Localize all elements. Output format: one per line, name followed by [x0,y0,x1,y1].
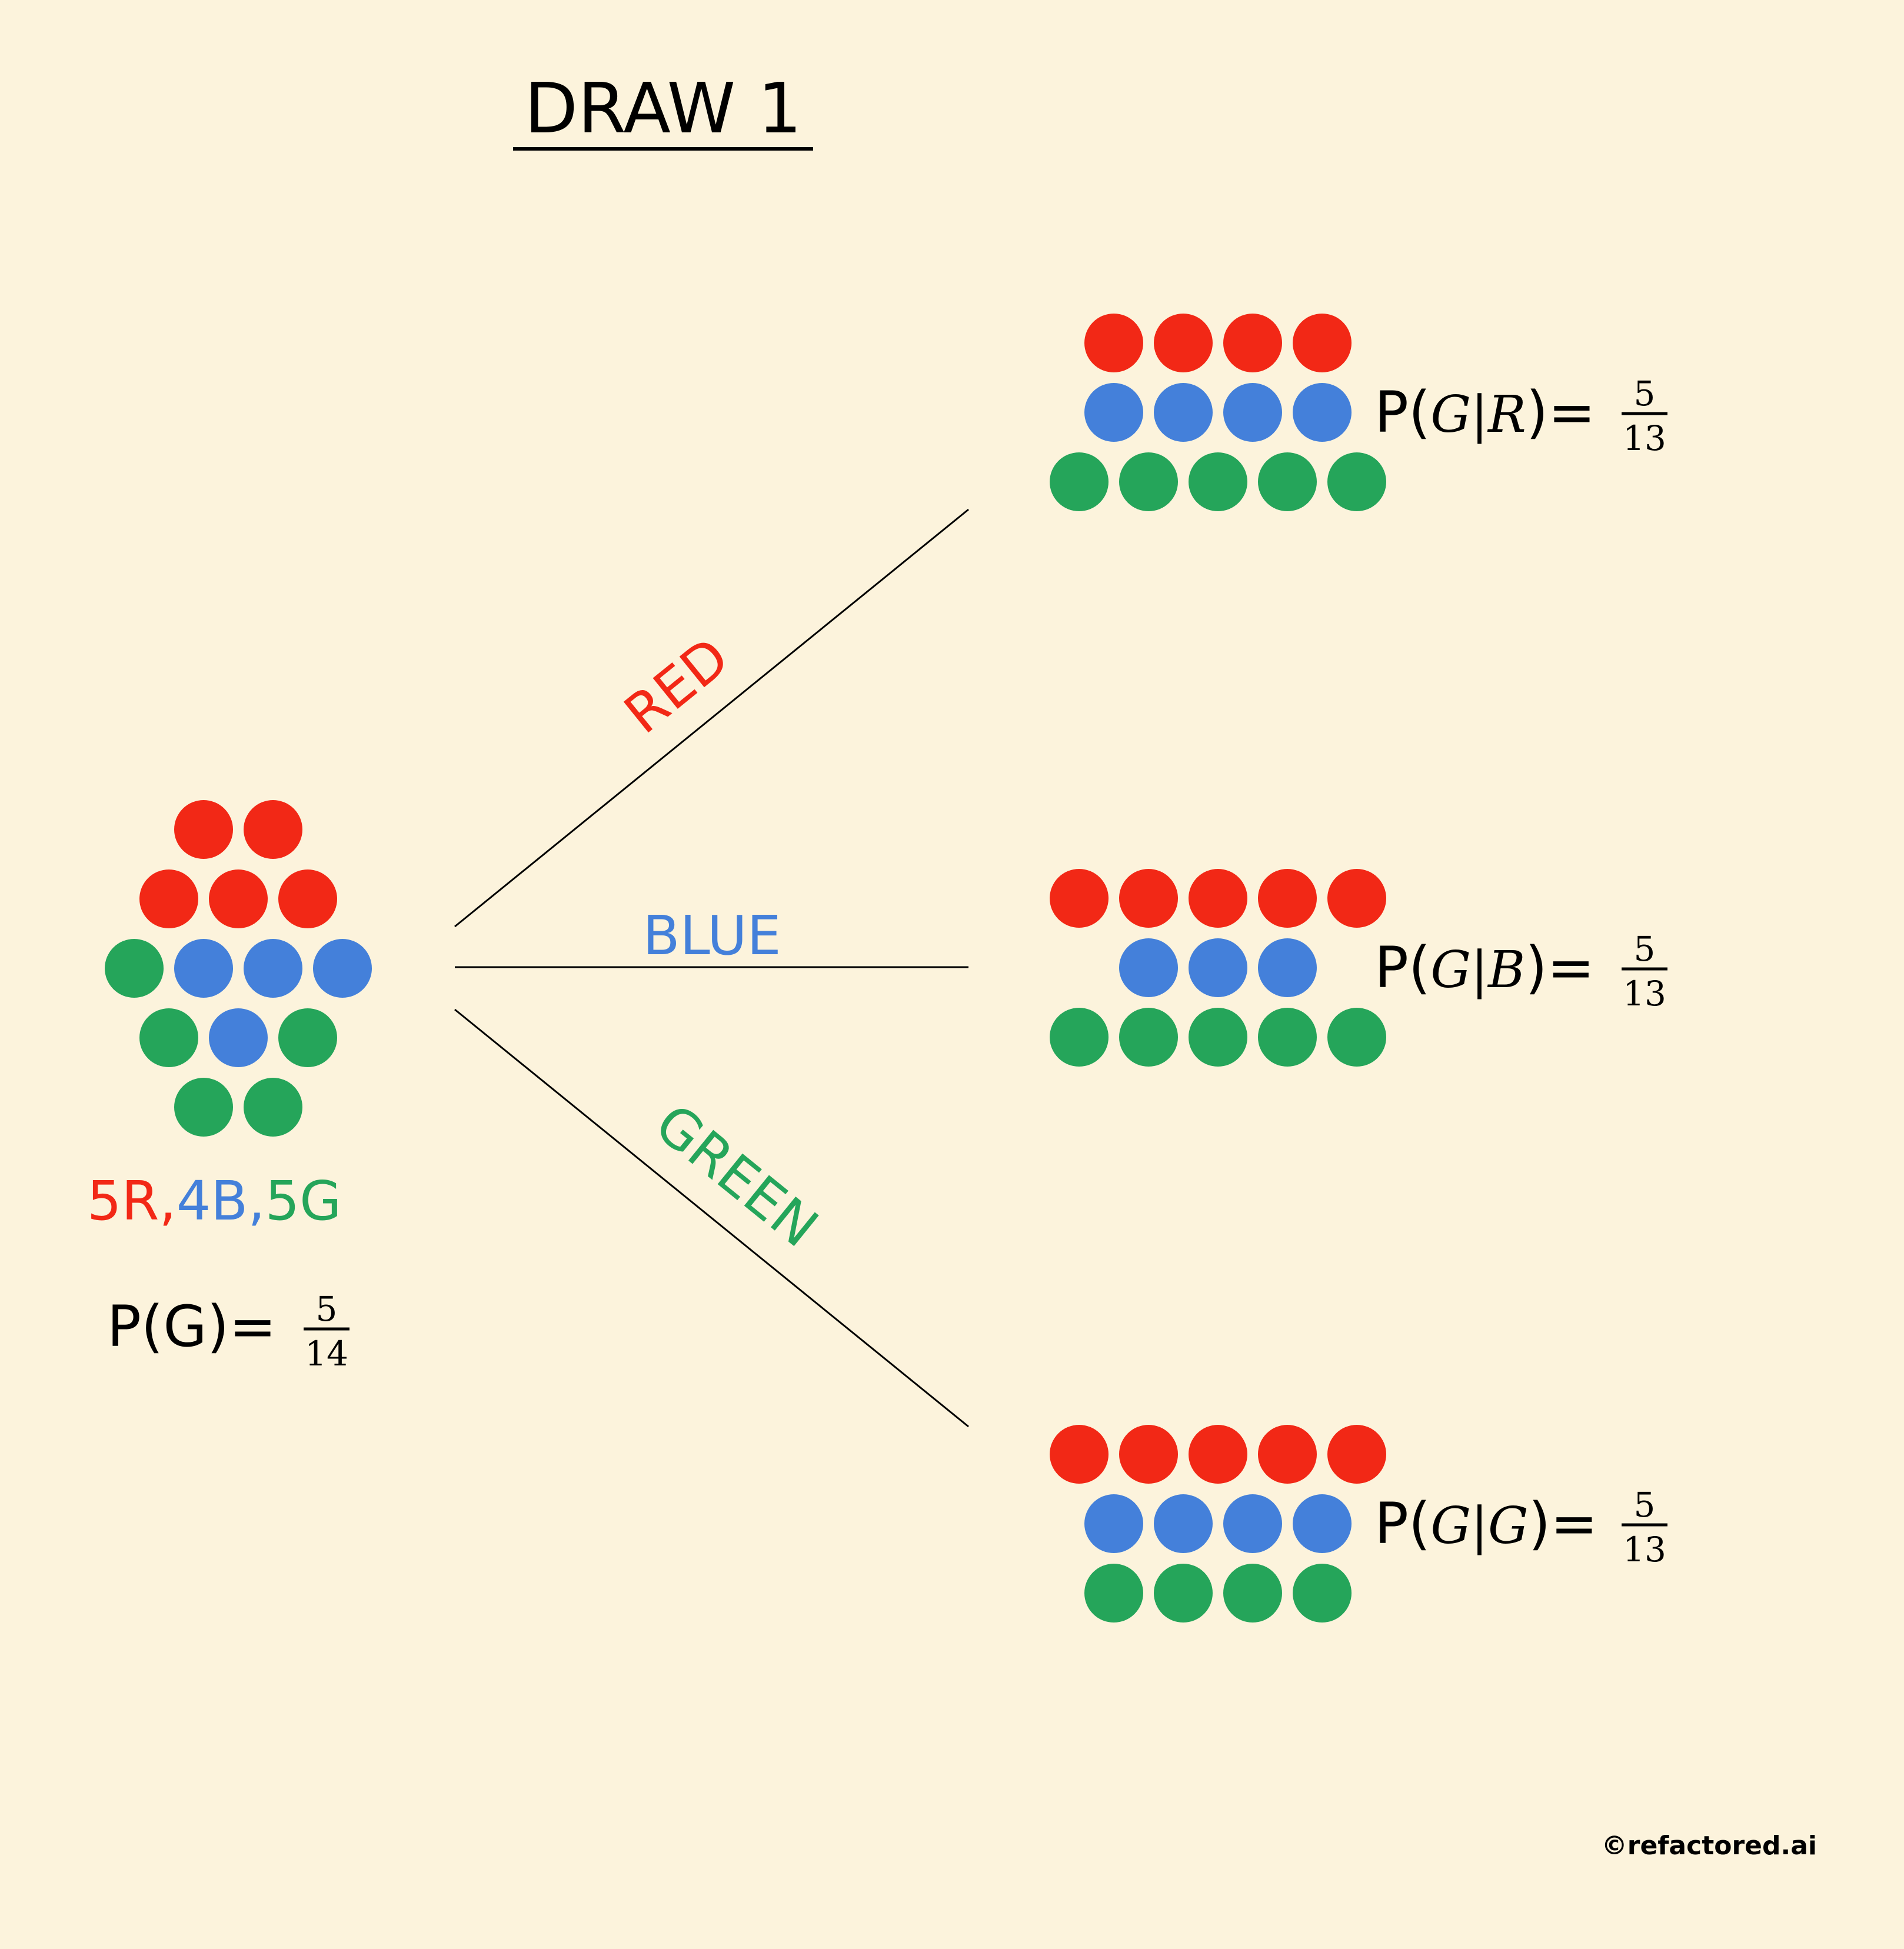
blue-ball [209,1008,268,1067]
fraction-numerator: 5 [1634,374,1656,414]
initial-probability-label: P(G)= [107,1294,277,1360]
prob-prefix: P( [1374,379,1430,445]
branch-line-red [454,508,969,928]
green-count: 5G [265,1170,342,1232]
red-ball [1119,1425,1178,1484]
red-ball [278,869,337,928]
blue-ball [1084,1494,1143,1553]
blue-ball [1293,1494,1352,1553]
prob-suffix: )= [1525,935,1595,1001]
branch-label-red: RED [613,625,741,746]
tree-branches [454,508,969,1428]
conditional-probability-label: P(G|G)= [1374,1491,1598,1557]
initial-probability-fraction: 514 [304,1289,349,1374]
red-ball [1119,869,1178,928]
blue-ball [1189,938,1247,997]
green-ball [1119,452,1178,511]
conditional-probability-fraction: 513 [1622,929,1667,1014]
red-count: 5R, [87,1170,177,1232]
blue-ball [1223,383,1282,442]
fraction-denominator: 13 [1623,974,1666,1014]
green-ball [105,939,164,998]
blue-ball [1293,383,1352,442]
red-ball [1327,1425,1386,1484]
blue-ball [313,939,372,998]
red-ball [1154,314,1213,372]
green-ball [1154,1564,1213,1622]
prob-condition: G|B [1430,941,1525,1000]
green-ball [1050,1008,1109,1067]
red-ball [139,869,198,928]
conditional-probability-fraction: 513 [1622,374,1667,458]
prob-condition: G|R [1430,385,1526,444]
fraction-numerator: 5 [1634,1485,1656,1525]
green-ball [1327,452,1386,511]
blue-ball [1084,383,1143,442]
green-ball [278,1008,337,1067]
green-ball [1327,1008,1386,1067]
prob-prefix: P( [1374,1491,1430,1557]
green-ball [1258,452,1317,511]
urn-after-red: P(G|R)= 513 [1050,314,1667,511]
title-group: DRAW 1 [513,68,813,151]
green-ball [1084,1564,1143,1622]
red-ball [1258,869,1317,928]
blue-ball [1258,938,1317,997]
green-ball [174,1078,233,1137]
red-ball [1223,314,1282,372]
green-ball [1119,1008,1178,1067]
fraction-numerator: 5 [316,1289,338,1329]
green-ball [1189,452,1247,511]
red-ball [1050,869,1109,928]
red-ball [174,800,233,859]
diagram-title: DRAW 1 [524,68,802,149]
initial-urn: 5R,4B,5GP(G)=514 [87,800,372,1374]
copyright-watermark: ©refactored.ai [1602,1831,1817,1861]
red-ball [1050,1425,1109,1484]
urn-after-green: P(G|G)=513 [1050,1425,1667,1622]
urn-after-blue: P(G|B)=513 [1050,869,1667,1067]
fraction-numerator: 5 [1634,929,1656,969]
blue-ball [1154,383,1213,442]
green-ball [139,1008,198,1067]
prob-suffix: )= [1529,1491,1598,1557]
branch-line-green [454,1008,969,1428]
blue-ball [1223,1494,1282,1553]
branch-label-blue: BLUE [643,904,781,967]
prob-condition: G|G [1430,1497,1528,1555]
green-ball [1189,1008,1247,1067]
red-ball [1084,314,1143,372]
blue-ball [244,939,302,998]
red-ball [1189,869,1247,928]
green-ball [1293,1564,1352,1622]
red-ball [209,869,268,928]
blue-ball [1119,938,1178,997]
blue-ball [1154,1494,1213,1553]
conditional-probability-fraction: 513 [1622,1485,1667,1570]
red-ball [244,800,302,859]
red-ball [1258,1425,1317,1484]
blue-count: 4B, [177,1170,265,1232]
green-ball [244,1078,302,1137]
red-ball [1189,1425,1247,1484]
red-ball [1327,869,1386,928]
branch-label-green: GREEN [644,1092,830,1260]
fraction-denominator: 13 [1623,418,1666,458]
prob-suffix: )= [1526,379,1596,445]
green-ball [1223,1564,1282,1622]
red-ball [1293,314,1352,372]
green-ball [1050,452,1109,511]
blue-ball [174,939,233,998]
prob-prefix: P( [1374,935,1430,1001]
fraction-denominator: 13 [1623,1530,1666,1570]
conditional-probability-label: P(G|B)= [1374,935,1595,1001]
fraction-denominator: 14 [305,1334,348,1374]
conditional-probability-label: P(G|R)= [1374,379,1596,445]
ball-counts-label: 5R,4B,5G [87,1170,341,1232]
green-ball [1258,1008,1317,1067]
